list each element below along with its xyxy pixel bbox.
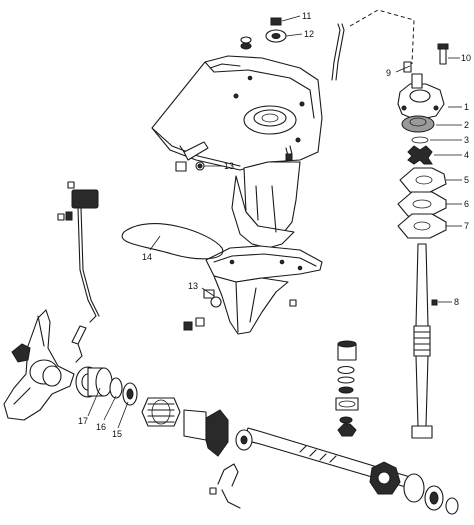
callout-16: 16 (96, 422, 106, 432)
callout-13-lower: 13 (188, 281, 198, 291)
water-pump (397, 43, 449, 239)
callout-10: 10 (461, 53, 471, 63)
clutch-cluster (141, 397, 253, 457)
shift-linkage (209, 463, 241, 509)
callout-17: 17 (78, 416, 88, 426)
propeller (3, 309, 75, 421)
callout-13-upper: 13 (224, 161, 234, 171)
callout-2: 2 (464, 120, 469, 130)
drive-shaft (411, 243, 438, 439)
callout-7: 7 (464, 221, 469, 231)
leader-lines (87, 15, 462, 429)
gear-case (205, 245, 323, 335)
gasket-loop (121, 223, 224, 260)
water-tube (331, 9, 415, 81)
callout-1: 1 (464, 102, 469, 112)
callout-9: 9 (386, 68, 391, 78)
misc-small-parts (175, 141, 297, 331)
callout-15: 15 (112, 429, 122, 439)
bearing-set (75, 366, 138, 406)
small-parts-top (240, 17, 287, 50)
pinion-stack (335, 340, 359, 437)
callout-11: 11 (302, 11, 311, 21)
callout-6: 6 (464, 199, 469, 209)
callout-14: 14 (142, 252, 152, 262)
propeller-shaft (243, 427, 459, 515)
callout-12: 12 (304, 29, 314, 39)
gear-housing (151, 55, 323, 249)
callout-8: 8 (454, 297, 459, 307)
callout-numbers: 1 2 3 4 5 6 7 8 9 10 11 12 13 13 14 15 1… (78, 11, 471, 439)
callout-3: 3 (464, 135, 469, 145)
shift-rod (57, 181, 100, 363)
callout-5: 5 (464, 175, 469, 185)
callout-4: 4 (464, 150, 469, 160)
